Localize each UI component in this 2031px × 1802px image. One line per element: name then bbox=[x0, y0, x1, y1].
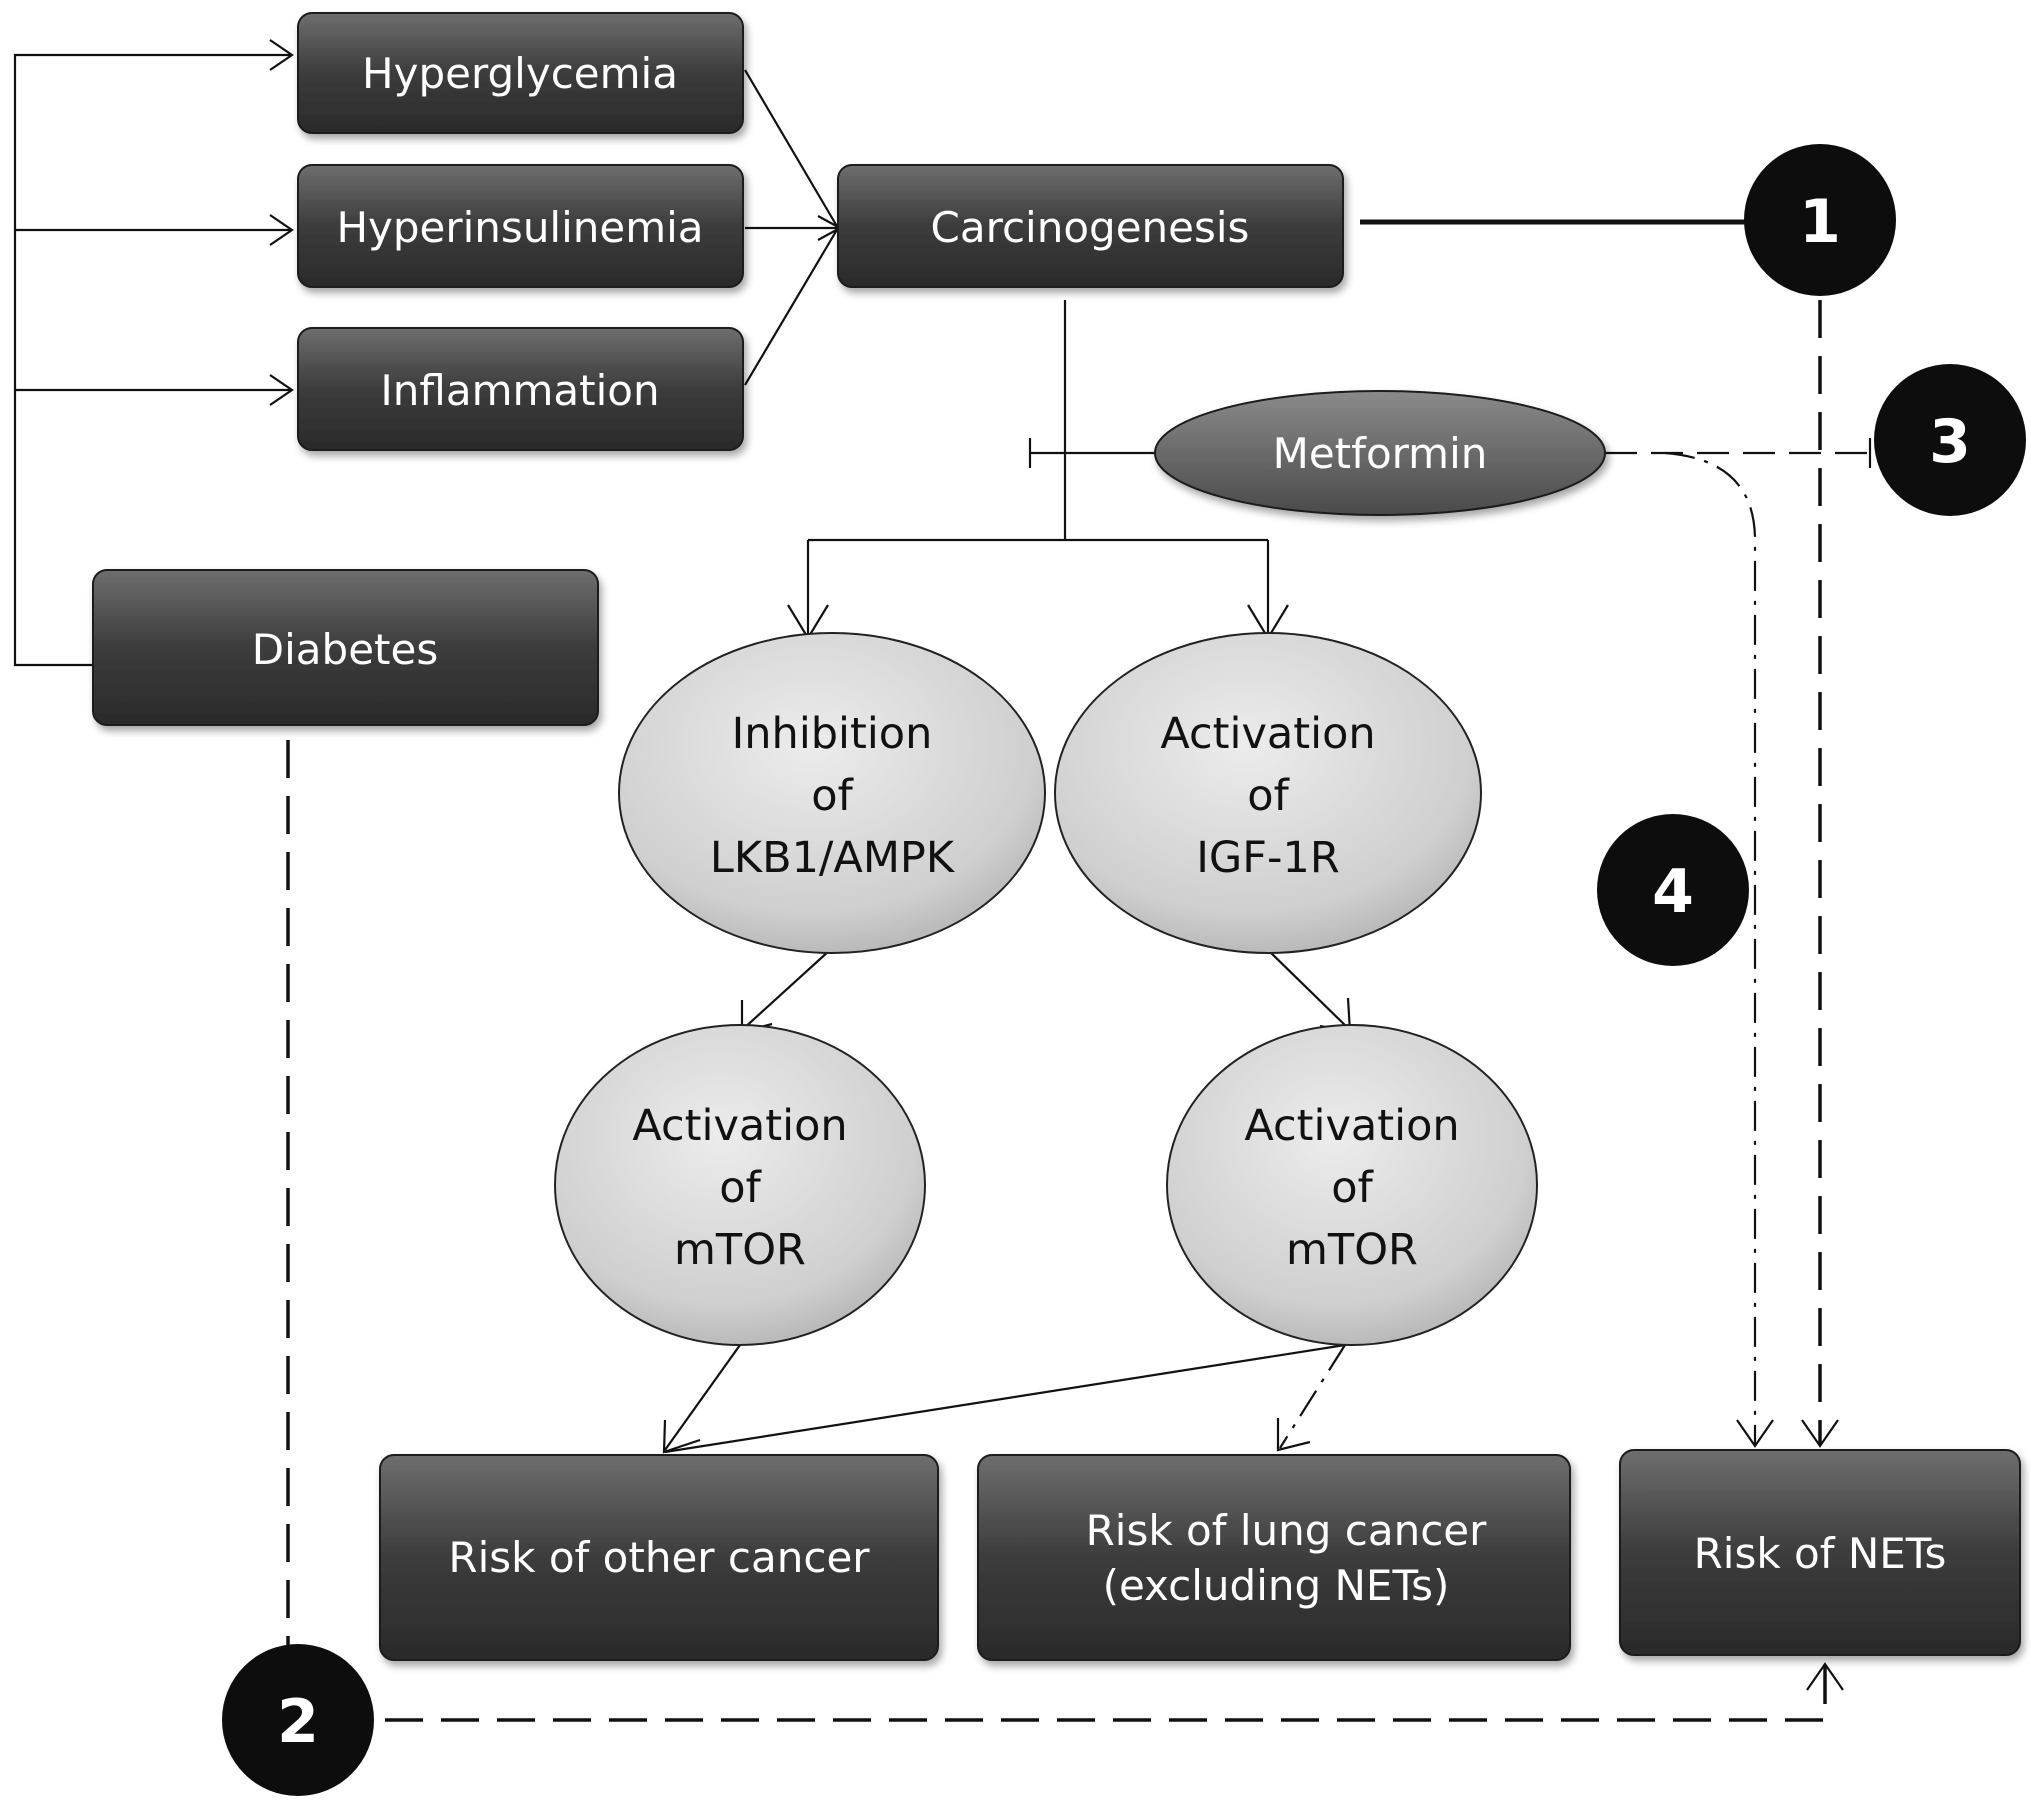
lung-cancer-label-1: Risk of lung cancer bbox=[1086, 1506, 1488, 1555]
connectors bbox=[13, 39, 1872, 1722]
badge-2: 2 bbox=[222, 1644, 374, 1796]
metformin-label: Metformin bbox=[1273, 429, 1488, 478]
nets-label: Risk of NETs bbox=[1694, 1529, 1947, 1578]
mtor-right-line-3: mTOR bbox=[1286, 1225, 1418, 1275]
badge-3-label: 3 bbox=[1929, 407, 1971, 477]
mtor-left-line-1: Activation bbox=[632, 1101, 847, 1151]
badge-3: 3 bbox=[1874, 364, 2026, 516]
node-mtor-left: Activation of mTOR bbox=[554, 1024, 926, 1346]
badge-1: 1 bbox=[1744, 144, 1896, 296]
other-cancer-label: Risk of other cancer bbox=[448, 1533, 870, 1582]
igf1r-line-3: IGF-1R bbox=[1196, 833, 1340, 883]
node-metformin bbox=[1154, 390, 1606, 516]
hyperinsulinemia-label: Hyperinsulinemia bbox=[336, 203, 703, 252]
mtor-left-line-2: of bbox=[719, 1163, 761, 1213]
hyperglycemia-label: Hyperglycemia bbox=[362, 49, 678, 98]
carcinogenesis-label: Carcinogenesis bbox=[931, 203, 1250, 252]
lkb1-line-3: LKB1/AMPK bbox=[710, 833, 956, 883]
node-nets bbox=[1619, 1449, 2021, 1656]
node-diabetes bbox=[92, 569, 599, 726]
mtor-right-line-1: Activation bbox=[1244, 1101, 1459, 1151]
node-mtor-right: Activation of mTOR bbox=[1166, 1024, 1538, 1346]
badge-2-label: 2 bbox=[277, 1687, 319, 1757]
node-other-cancer bbox=[379, 1454, 939, 1661]
node-inflammation bbox=[297, 327, 744, 451]
igf1r-line-2: of bbox=[1247, 771, 1289, 821]
badge-4: 4 bbox=[1597, 814, 1749, 966]
lung-cancer-label-2: (excluding NETs) bbox=[1103, 1561, 1450, 1610]
node-lung-cancer bbox=[977, 1454, 1571, 1661]
igf1r-line-1: Activation bbox=[1160, 709, 1375, 759]
node-carcinogenesis bbox=[837, 164, 1344, 288]
inflammation-label: Inflammation bbox=[380, 366, 659, 415]
mtor-right-line-2: of bbox=[1331, 1163, 1373, 1213]
lkb1-line-2: of bbox=[811, 771, 853, 821]
badge-4-label: 4 bbox=[1652, 857, 1694, 927]
node-hyperinsulinemia bbox=[297, 164, 744, 288]
badge-1-label: 1 bbox=[1799, 187, 1841, 257]
mtor-left-line-3: mTOR bbox=[674, 1225, 806, 1275]
node-lkb1-ampk: Inhibition of LKB1/AMPK bbox=[618, 632, 1046, 954]
lkb1-line-1: Inhibition bbox=[732, 709, 933, 759]
node-igf1r: Activation of IGF-1R bbox=[1054, 632, 1482, 954]
node-hyperglycemia bbox=[297, 12, 744, 134]
diabetes-label: Diabetes bbox=[252, 625, 438, 674]
